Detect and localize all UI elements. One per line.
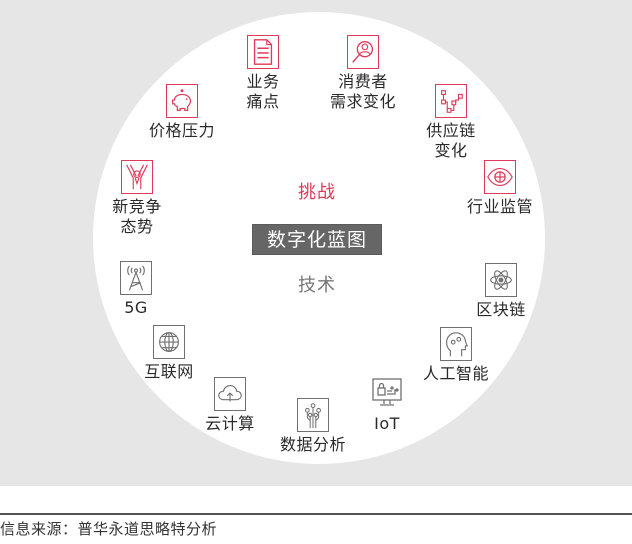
tech-label: IoT — [374, 414, 400, 433]
challenge-price-pressure: 价格压力 — [138, 84, 226, 142]
source-note: 信息来源：普华永道思略特分析 — [0, 520, 218, 538]
footer-divider — [0, 513, 632, 515]
challenge-business-pain: 业务 痛点 — [233, 35, 293, 113]
tech-blockchain: 区块链 — [466, 263, 536, 321]
user-search-icon — [347, 35, 379, 69]
circuit-icon — [297, 398, 329, 432]
challenge-heading: 挑战 — [298, 182, 336, 203]
tech-5g: 5G — [106, 261, 166, 319]
challenge-label: 价格压力 — [148, 121, 215, 140]
tech-label: 区块链 — [476, 300, 526, 319]
challenge-label: 行业监管 — [466, 197, 533, 216]
challenge-label: 消费者 — [338, 72, 388, 91]
tech-internet: 互联网 — [134, 325, 204, 383]
tech-label: 互联网 — [144, 362, 194, 381]
document-icon — [247, 35, 279, 69]
challenge-consumer-demand: 消费者 需求变化 — [322, 35, 404, 113]
technology-heading: 技术 — [298, 275, 336, 296]
cloud-upload-icon — [214, 377, 246, 411]
challenge-label: 变化 — [434, 141, 468, 160]
tech-label: 人工智能 — [422, 364, 489, 383]
atom-icon — [485, 263, 517, 297]
tech-ai: 人工智能 — [414, 327, 498, 385]
antenna-tower-icon — [120, 261, 152, 295]
eye-icon — [484, 160, 516, 194]
tech-cloud: 云计算 — [196, 377, 264, 435]
head-gears-icon — [440, 327, 472, 361]
challenge-regulation: 行业监管 — [460, 160, 540, 218]
challenge-label: 新竞争 — [112, 197, 162, 216]
globe-icon — [153, 325, 185, 359]
piggy-bank-icon — [166, 84, 198, 118]
tech-iot: IoT — [362, 377, 412, 435]
challenge-label: 态势 — [120, 217, 154, 236]
challenge-label: 需求变化 — [329, 92, 396, 111]
challenge-label: 供应链 — [426, 121, 476, 140]
flowchart-icon — [435, 84, 467, 118]
blueprint-title: 数字化蓝图 — [252, 224, 382, 255]
tech-data-analytics: 数据分析 — [274, 398, 352, 456]
raised-hands-icon — [121, 160, 153, 194]
tech-label: 数据分析 — [279, 435, 346, 454]
challenge-label: 痛点 — [246, 92, 280, 111]
challenge-label: 业务 — [246, 72, 280, 91]
tech-label: 5G — [124, 298, 148, 317]
monitor-lock-icon — [371, 377, 403, 411]
challenge-new-competition: 新竞争 态势 — [104, 160, 170, 238]
tech-label: 云计算 — [205, 414, 255, 433]
challenge-supply-chain: 供应链 变化 — [418, 84, 484, 162]
